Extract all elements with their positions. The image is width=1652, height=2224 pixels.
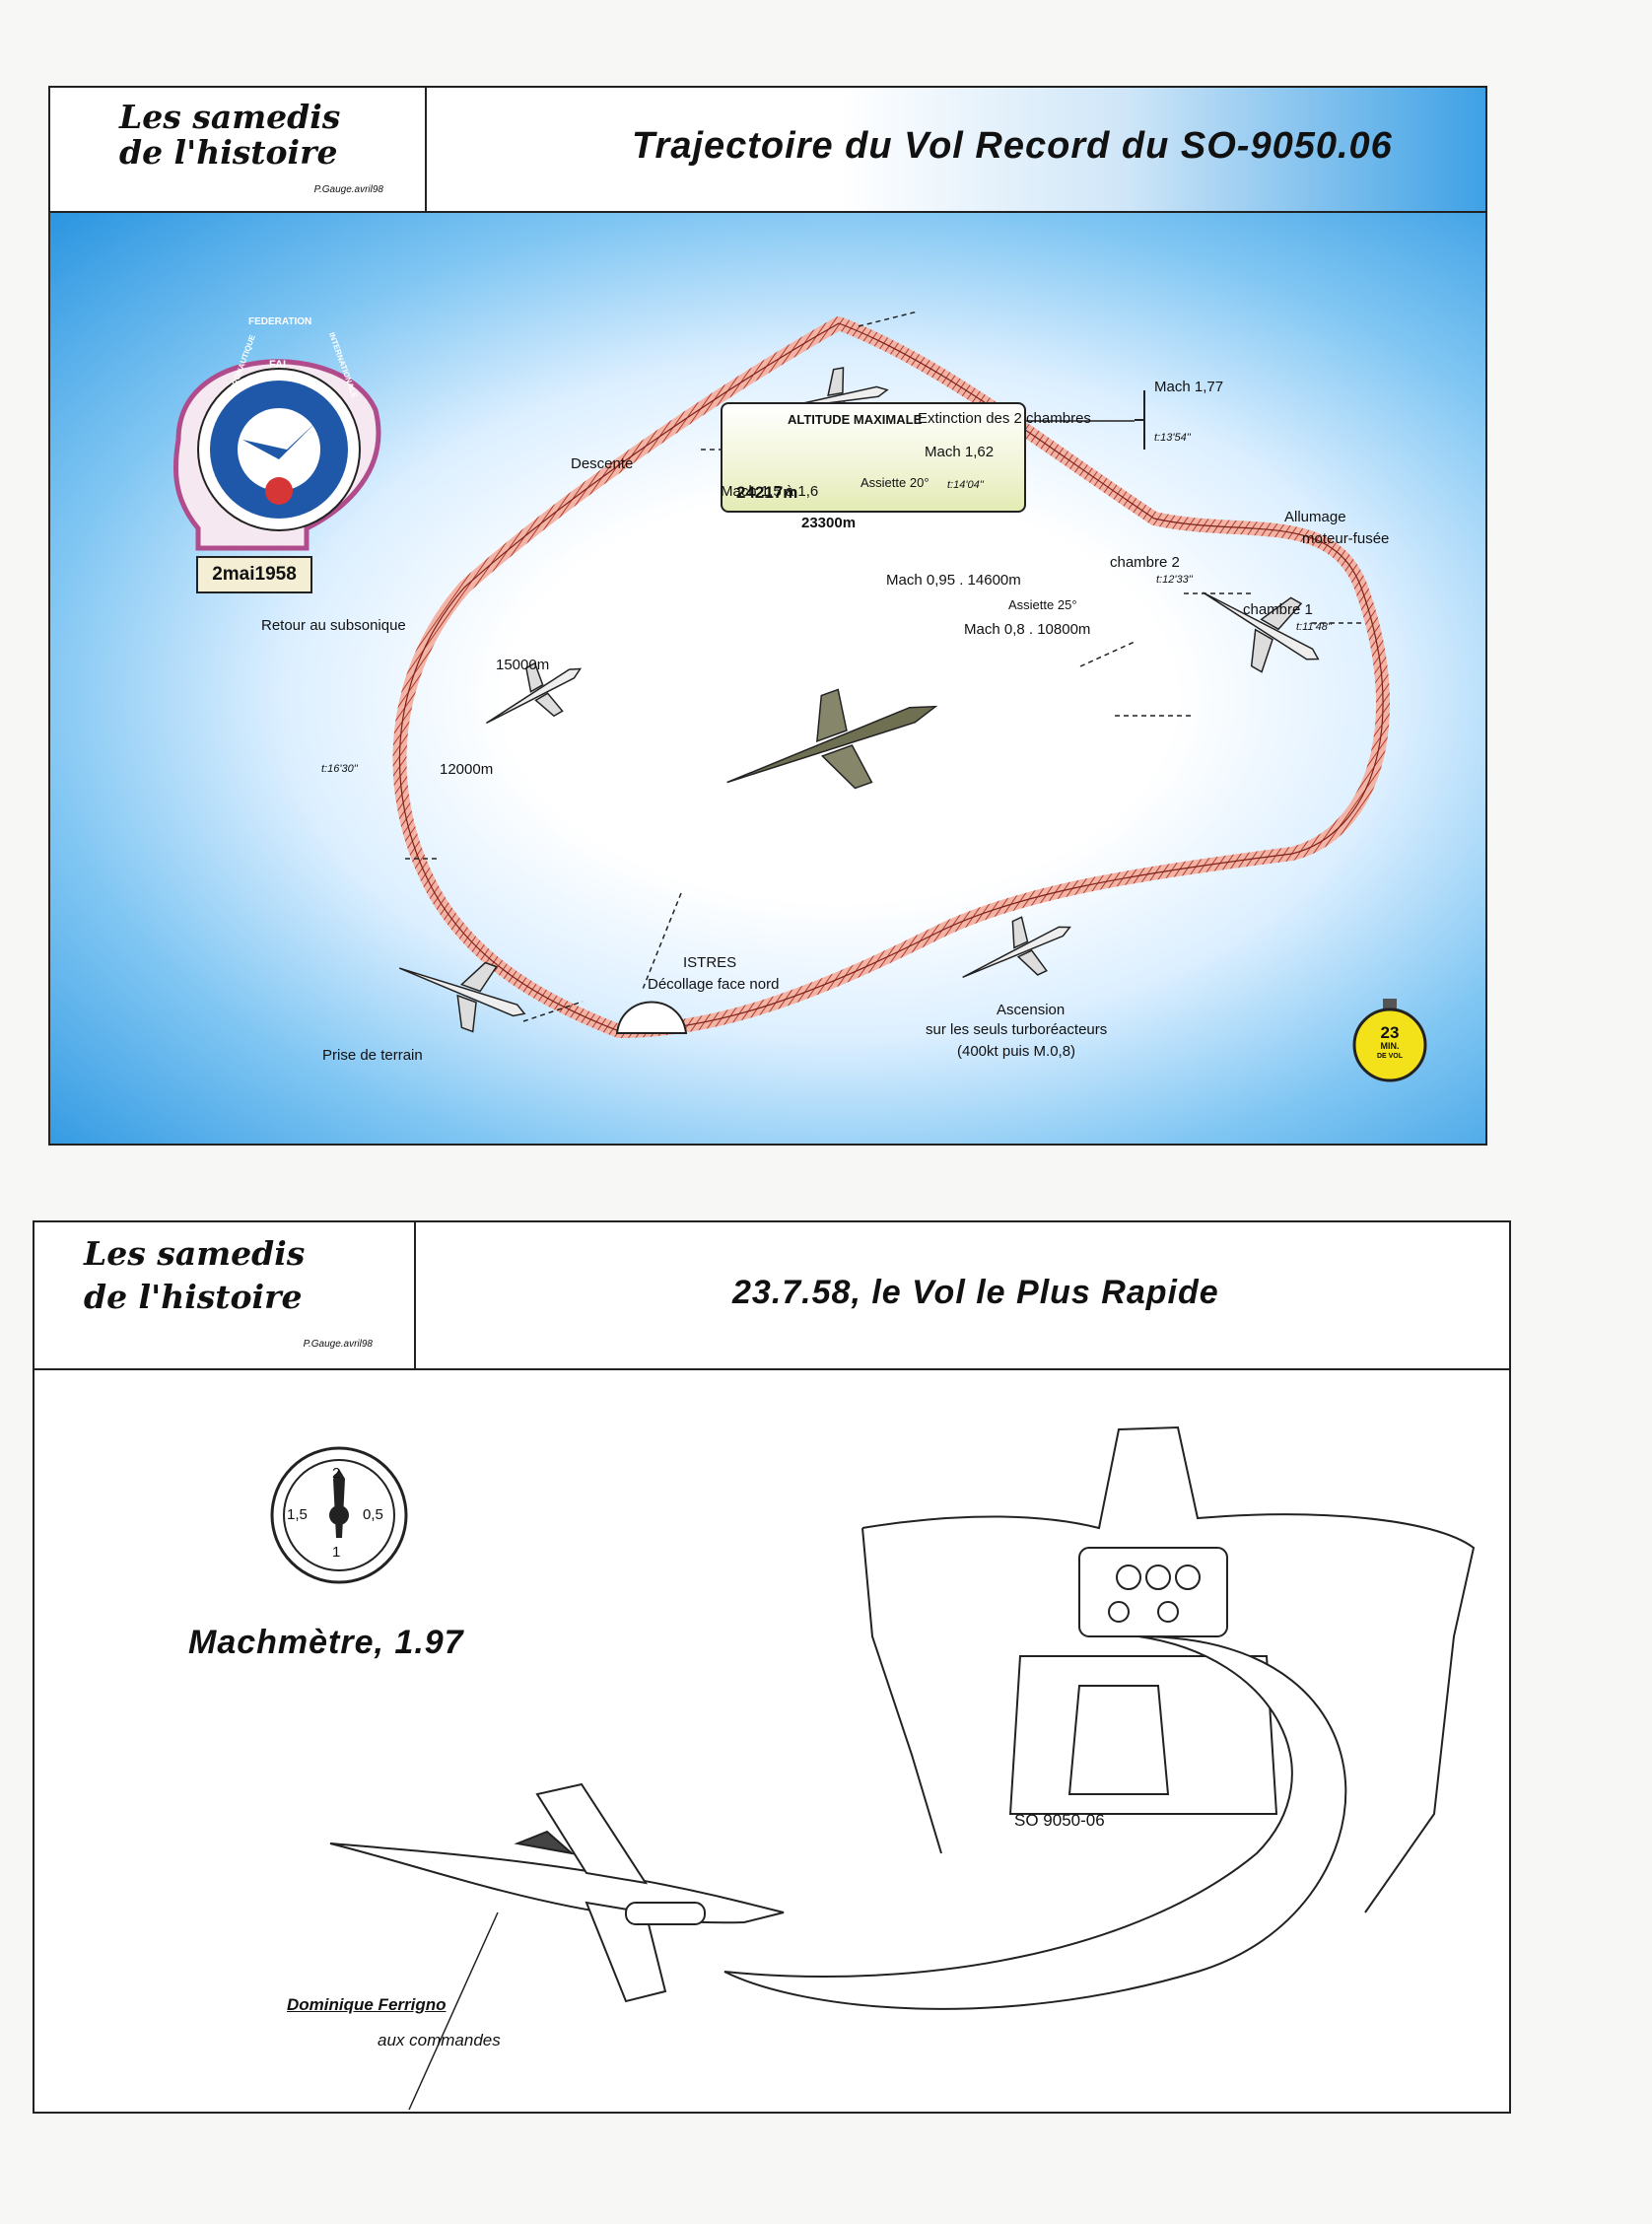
label-mach08: Mach 0,8 . 10800m (964, 621, 1090, 638)
label-prise: Prise de terrain (322, 1047, 423, 1064)
stopwatch-number: 23 (1366, 1023, 1413, 1043)
label-mach15: Mach 1,5 à 1,6 (721, 483, 818, 500)
fai-ring-top: FEDERATION (248, 316, 311, 327)
cockpit-drawing (34, 1222, 1509, 2112)
label-mach177: Mach 1,77 (1154, 379, 1223, 395)
altitude-heading: ALTITUDE MAXIMALE (788, 412, 922, 427)
dial-15: 1,5 (287, 1506, 308, 1523)
fai-center: FAI (269, 359, 286, 371)
logo-line-1: Les samedis (119, 98, 340, 136)
label-t1354: t:13'54'' (1154, 432, 1191, 444)
stopwatch-sub: DE VOL (1366, 1053, 1413, 1060)
label-t1233: t:12'33'' (1156, 574, 1193, 586)
panel-header: Les samedis de l'histoire P.Gauge.avril9… (50, 88, 1485, 213)
label-chambre2: chambre 2 (1110, 554, 1180, 571)
label-12000: 12000m (440, 761, 493, 778)
aircraft-label: SO 9050-06 (1014, 1811, 1105, 1831)
record-date: 2mai1958 (196, 556, 312, 593)
altitude-mach: Mach 1,62 (925, 444, 994, 460)
label-23300: 23300m (801, 515, 856, 531)
label-assiette20: Assiette 20° (860, 475, 929, 490)
label-ascension-1: Ascension (997, 1002, 1065, 1018)
aircraft-landing (387, 936, 536, 1046)
author-credit: P.Gauge.avril98 (314, 184, 383, 195)
stopwatch-unit: MIN. (1366, 1041, 1413, 1051)
pilot-subtitle: aux commandes (378, 2031, 501, 2050)
altitude-time: t:14'04'' (947, 479, 984, 491)
page-title: Trajectoire du Vol Record du SO-9050.06 (632, 125, 1393, 168)
aircraft-so9050 (330, 1784, 784, 2001)
pilot-name: Dominique Ferrigno (287, 1995, 447, 2015)
trajectory-panel: Les samedis de l'histoire P.Gauge.avril9… (48, 86, 1487, 1146)
label-ascension-2: sur les seuls turboréacteurs (926, 1021, 1107, 1038)
istres-hill (617, 1003, 686, 1034)
cockpit-outline (862, 1427, 1474, 1912)
dial-05: 0,5 (363, 1506, 383, 1523)
label-t1148: t:11'48'' (1296, 621, 1332, 633)
label-retour: Retour au subsonique (261, 617, 406, 634)
logo-line-2: de l'histoire (119, 133, 337, 172)
dial-2: 2 (332, 1465, 340, 1482)
label-istres: ISTRES (683, 954, 736, 971)
label-allumage-2: moteur-fusée (1302, 530, 1389, 547)
label-decollage: Décollage face nord (648, 976, 779, 993)
aircraft-center (711, 660, 953, 829)
trajectory-drawing (50, 213, 1485, 1144)
label-descente: Descente (571, 455, 633, 472)
label-chambre1: chambre 1 (1243, 601, 1313, 618)
label-extinction: Extinction des 2 chambres (918, 410, 1091, 427)
dial-1: 1 (332, 1544, 340, 1561)
label-t1630: t:16'30'' (321, 763, 358, 775)
label-15000: 15000m (496, 657, 549, 673)
trajectory-map: FEDERATION AERONAUTIQUE INTERNATIONALE F… (50, 213, 1485, 1144)
label-allumage-1: Allumage (1284, 509, 1346, 525)
label-mach095: Mach 0,95 . 14600m (886, 572, 1021, 589)
label-ascension-3: (400kt puis M.0,8) (957, 1043, 1075, 1060)
label-assiette25: Assiette 25° (1008, 597, 1077, 612)
fastest-flight-panel: Les samedis de l'histoire P.Gauge.avril9… (33, 1220, 1511, 2114)
series-logo: Les samedis de l'histoire P.Gauge.avril9… (50, 88, 427, 211)
machmeter-label: Machmètre, 1.97 (188, 1624, 464, 1662)
